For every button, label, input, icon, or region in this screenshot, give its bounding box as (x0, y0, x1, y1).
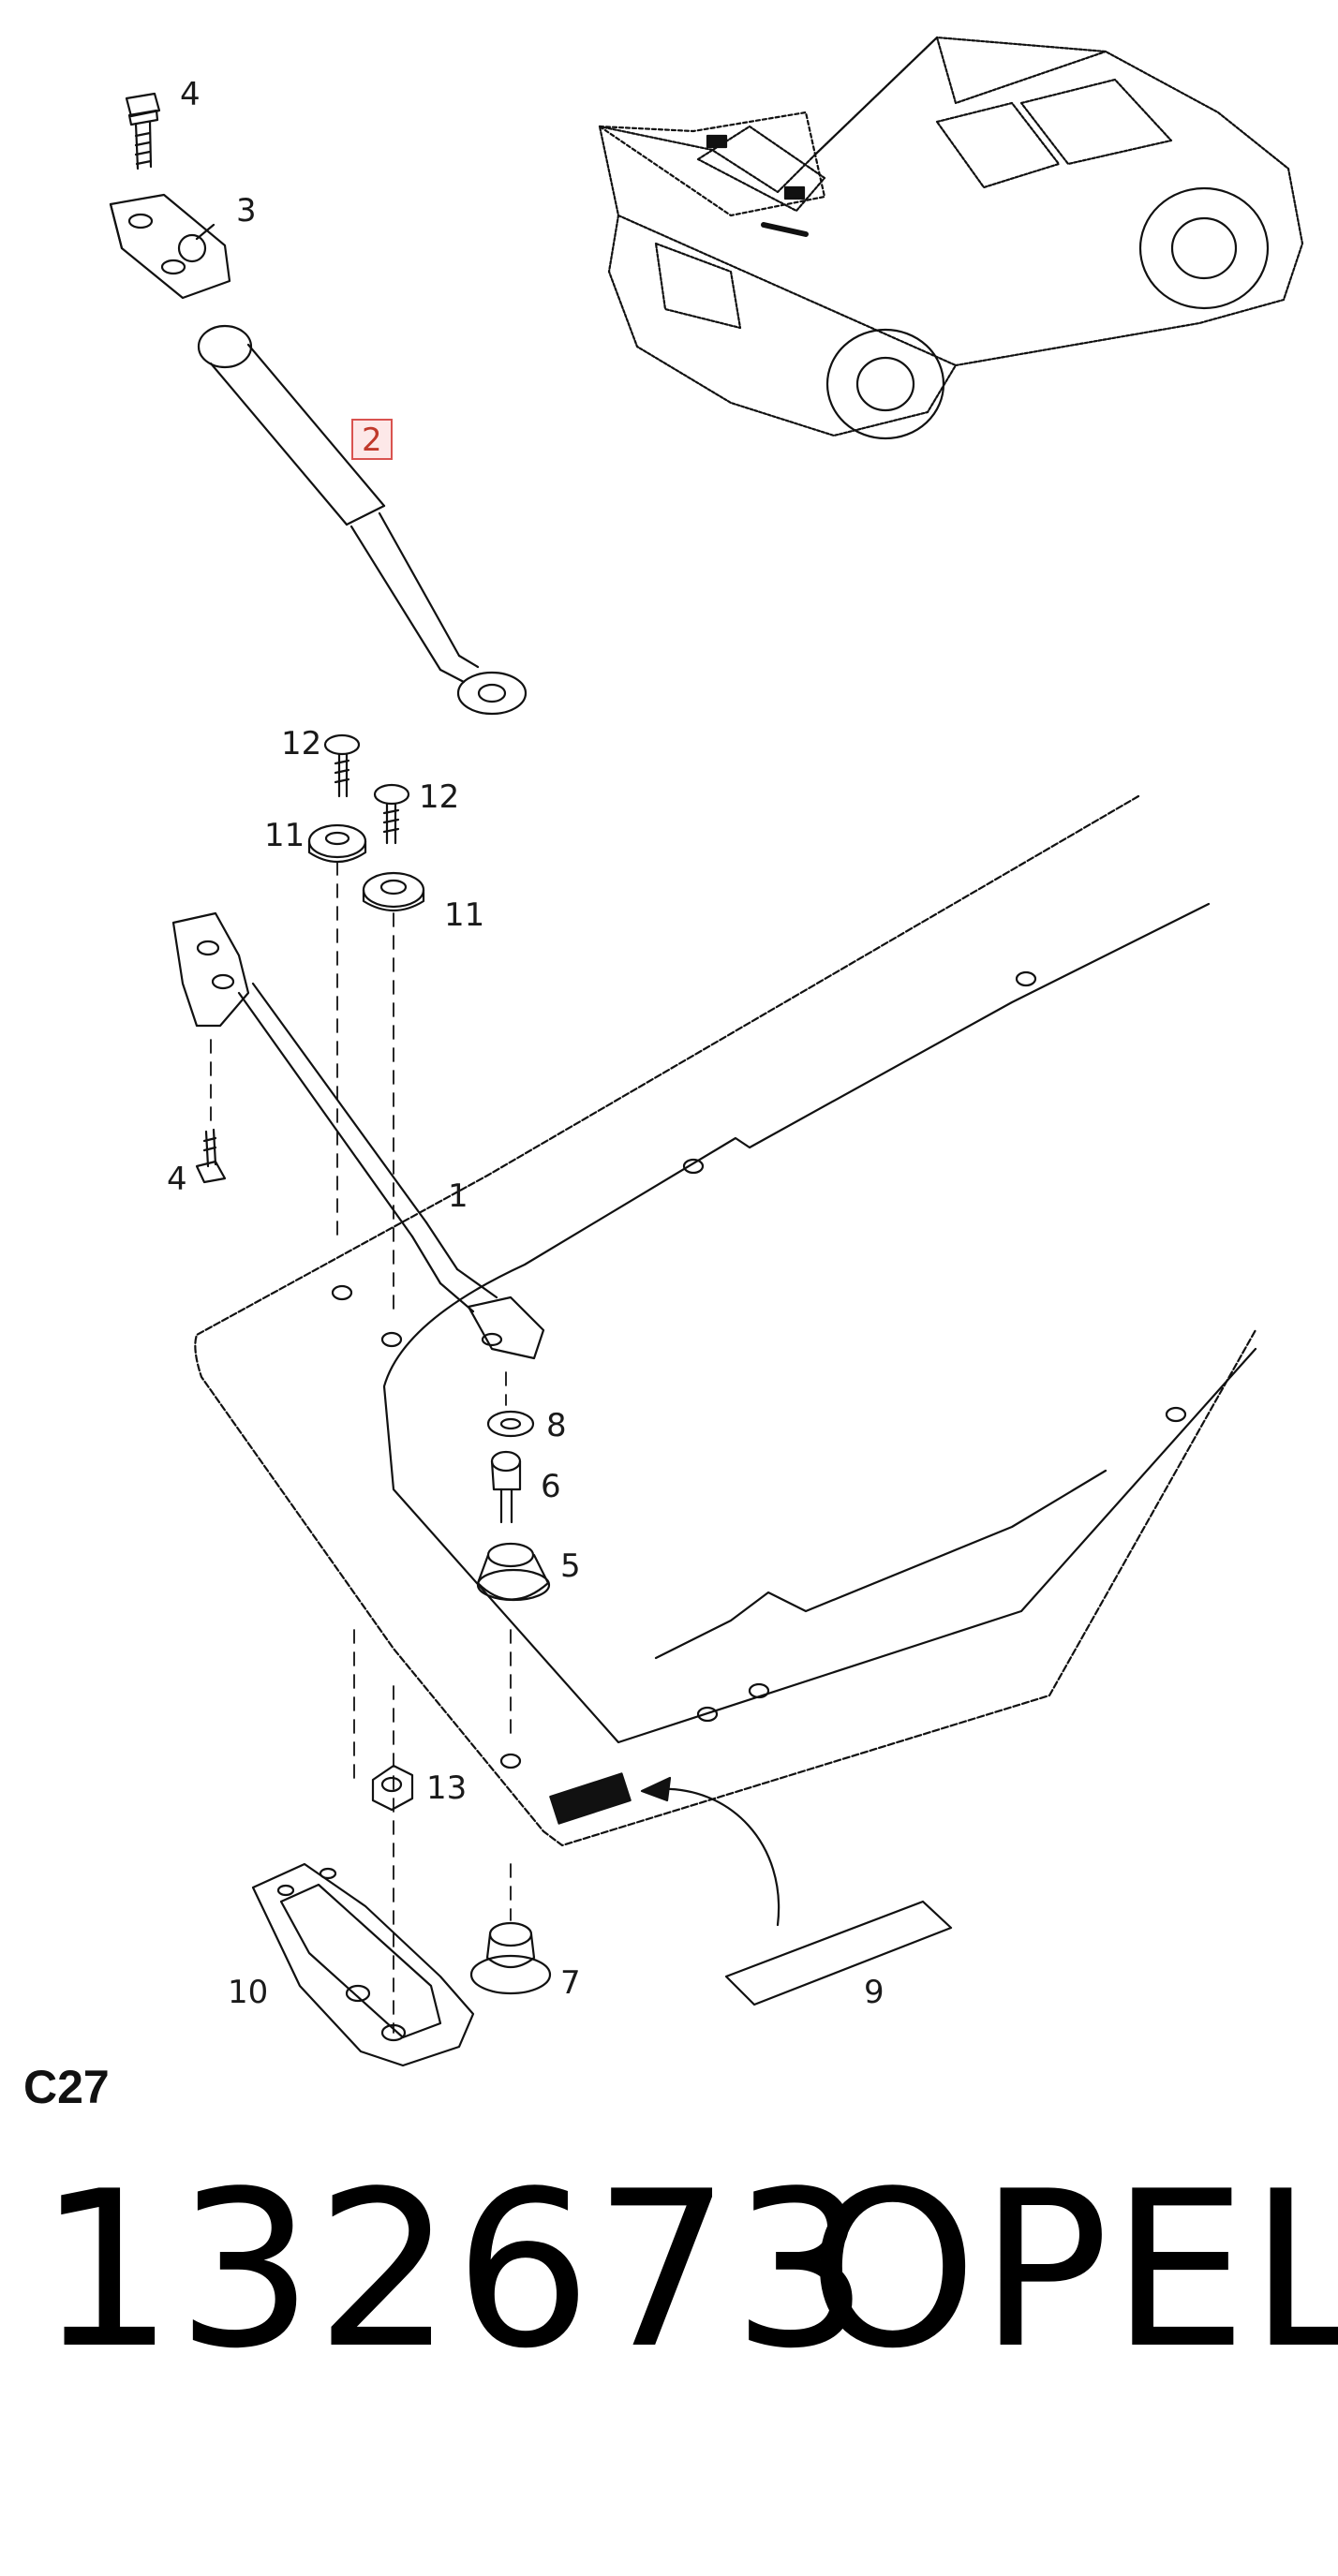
callout-labels: 4 3 2 12 12 11 11 4 1 8 6 5 13 7 9 10 C2… (23, 76, 885, 2113)
callout-8: 8 (546, 1407, 567, 1444)
gas-strut-upper (197, 324, 528, 716)
arrow-to-panel (640, 1776, 780, 1927)
callout-3: 3 (236, 192, 257, 229)
callout-12-right: 12 (419, 778, 459, 816)
gas-strut-installed (171, 911, 545, 1360)
hinge-10 (251, 1862, 475, 2067)
bumper-7 (469, 1921, 552, 1995)
assembly-guide-lines (210, 861, 512, 2034)
callout-1: 1 (448, 1177, 468, 1215)
screw-12-left (323, 733, 361, 798)
vehicle-illustration (598, 36, 1304, 437)
callout-5: 5 (560, 1547, 581, 1585)
callout-9: 9 (864, 1974, 885, 2011)
brand-name: OPEL (808, 2146, 1338, 2396)
section-code: C27 (23, 2061, 110, 2113)
callout-7: 7 (560, 1964, 581, 2002)
callout-13: 13 (426, 1769, 467, 1807)
clip-8 (486, 1410, 535, 1438)
bracket-plate (109, 193, 231, 300)
label-sticker-9 (724, 1900, 953, 2006)
callout-4-top: 4 (180, 76, 201, 113)
callout-2-text: 2 (362, 422, 382, 459)
nut-13 (371, 1764, 414, 1812)
callout-11-left: 11 (264, 817, 305, 854)
callout-12-left: 12 (281, 725, 321, 762)
washer-11-left (307, 823, 367, 863)
callout-6: 6 (541, 1468, 561, 1505)
callout-4-lower: 4 (167, 1161, 187, 1198)
bolt-lower (195, 1128, 227, 1184)
catalog-number: 132673 (37, 2146, 871, 2396)
callout-11-right: 11 (444, 896, 484, 934)
tailgate-open (598, 111, 826, 237)
tailgate-panel (194, 794, 1257, 1847)
callout-2-selected[interactable]: 2 (351, 419, 393, 460)
grommet-5 (476, 1542, 551, 1602)
washer-11-right (362, 871, 425, 911)
callout-10: 10 (228, 1974, 268, 2011)
pin-6 (490, 1450, 522, 1524)
screw-12-right (373, 783, 410, 845)
vehicle-wheels (825, 186, 1270, 440)
bolt-top (125, 92, 161, 170)
